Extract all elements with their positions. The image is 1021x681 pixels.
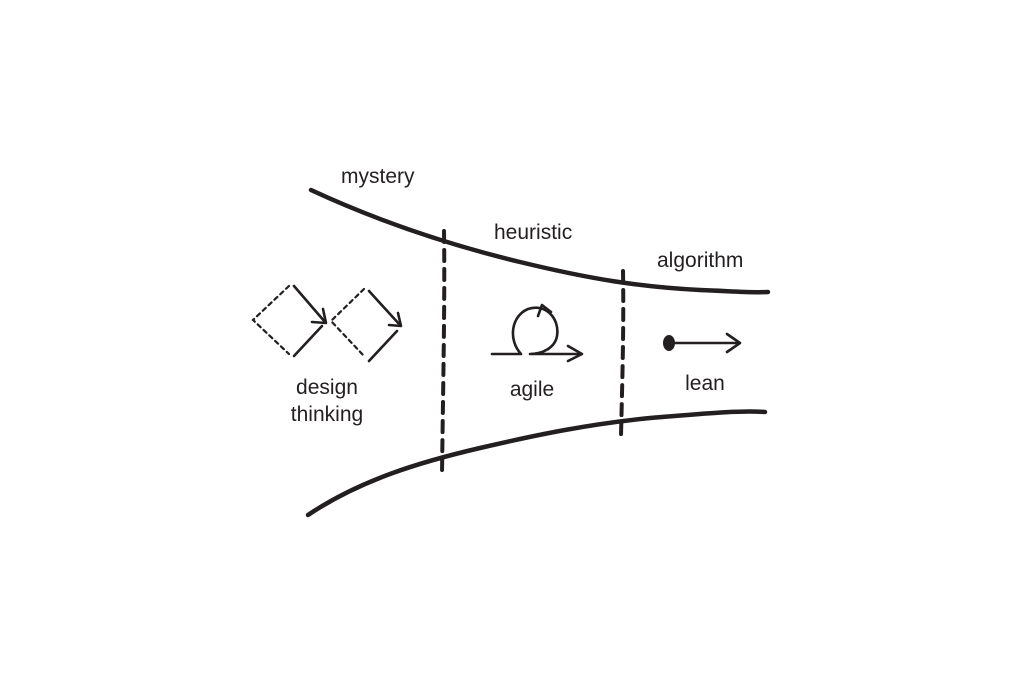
double-diamond-icon — [251, 284, 403, 363]
label-lean: lean — [685, 372, 725, 395]
divider-heuristic-algorithm — [619, 269, 626, 438]
funnel-bottom-edge — [305, 409, 768, 518]
label-mystery: mystery — [341, 165, 415, 188]
label-thinking: thinking — [291, 403, 363, 426]
label-design: design — [296, 376, 358, 399]
funnel-top-edge — [308, 187, 771, 295]
agile-loop-icon — [490, 303, 584, 363]
label-algorithm: algorithm — [657, 249, 743, 272]
label-heuristic: heuristic — [494, 221, 572, 244]
divider-mystery-heuristic — [440, 229, 447, 477]
label-agile: agile — [510, 378, 554, 401]
lean-arrow-icon — [663, 332, 742, 354]
